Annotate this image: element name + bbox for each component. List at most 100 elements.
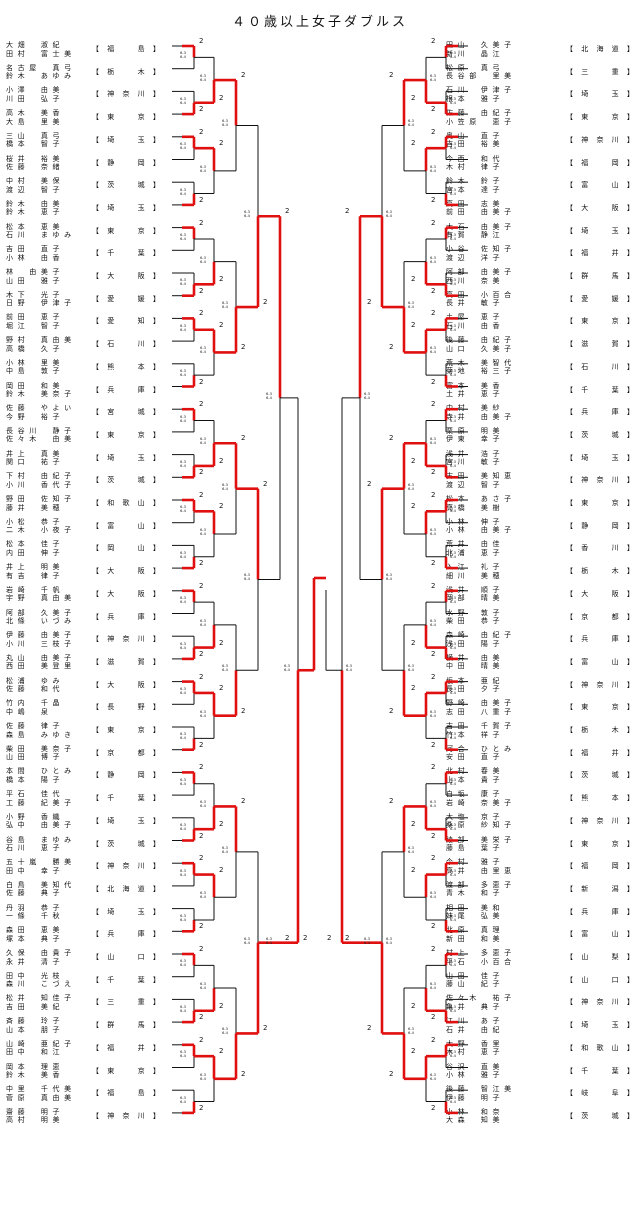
right-entry: 村 上 多 恵 子平 石 小 百 合 <box>446 949 512 966</box>
prefecture: 【 富 山 】 <box>566 181 637 190</box>
set-score: 6-3 6-4 <box>430 982 436 991</box>
set-score: 6-3 6-4 <box>450 278 456 287</box>
set-score: 6-3 6-4 <box>430 528 436 537</box>
game-score: 2 <box>411 638 416 647</box>
prefecture: 【 和 歌 山 】 <box>566 1043 637 1052</box>
player-name: 山 崎 亜 紀 子 <box>6 1039 73 1048</box>
set-score: 6-3 6-4 <box>200 164 206 173</box>
set-score: 6-3 6-4 <box>450 142 456 151</box>
player-name: 山 口 久 美 子 <box>446 344 513 353</box>
player-name: 佐 藤 奈 緒 <box>6 163 61 171</box>
left-entry: 丹 羽 恭 子一 條 千 秋 <box>6 904 61 921</box>
left-entry: 谷 島 ま ゆ み石 川 恵 子 <box>6 836 72 853</box>
set-score: 6-3 6-4 <box>180 369 186 378</box>
set-score: 6-3 6-4 <box>200 255 206 264</box>
player-name: 石 川 ま ゆ み <box>6 231 73 240</box>
set-score: 6-3 6-4 <box>180 1095 186 1104</box>
game-score: 2 <box>411 93 416 102</box>
prefecture: 【 福 島 】 <box>92 1089 163 1098</box>
player-name: 北 村 春 美 <box>446 767 501 776</box>
player-name: 工 藤 紀 美 子 <box>6 798 73 807</box>
player-name: 吉 田 裕 美 <box>446 140 501 149</box>
game-score: 2 <box>367 1024 372 1033</box>
player-name: 小 川 香 代 子 <box>6 480 73 489</box>
prefecture: 【 熊 本 】 <box>566 794 637 803</box>
player-name: 藤 島 葉 子 <box>446 844 501 852</box>
set-score: 6-3 6-4 <box>180 51 186 60</box>
left-entry: 竹 内 千 晶中 嶋 泉 <box>6 699 61 716</box>
left-entry: 桜 井 裕 美佐 藤 奈 緒 <box>6 155 61 172</box>
player-name: 高 橋 美 樹 <box>446 503 501 512</box>
set-score: 6-3 6-4 <box>244 210 250 219</box>
right-entry: 小 林 和 奈大 森 知 美 <box>446 1108 501 1125</box>
player-name: 土 屋 恵 子 <box>446 313 501 322</box>
player-name: 長 田 夕 子 <box>446 685 501 694</box>
game-score: 2 <box>431 1013 436 1022</box>
player-name: 田 中 和 江 <box>6 1048 61 1057</box>
left-entry: 平 石 佳 代工 藤 紀 美 子 <box>6 790 72 807</box>
right-entry: 小 谷 佐 知 子渡 辺 洋 子 <box>446 245 512 262</box>
prefecture: 【 三 重 】 <box>92 998 163 1007</box>
player-name: 山 本 貴 子 <box>446 775 501 784</box>
game-score: 2 <box>431 763 436 772</box>
game-score: 2 <box>431 559 436 568</box>
player-name: 桑 原 紗 知 子 <box>446 821 513 830</box>
prefecture: 【 東 京 】 <box>566 839 637 848</box>
prefecture: 【 福 岡 】 <box>566 158 637 167</box>
player-name: 日 野 伊 津 子 <box>6 299 73 308</box>
left-entry: 小 林 里 美中 島 敦 子 <box>6 359 61 376</box>
player-name: 菅 原 真 由 美 <box>6 1093 73 1102</box>
player-name: 林 由 美 子 <box>6 268 61 276</box>
player-name: 渡 辺 洋 子 <box>446 253 501 262</box>
player-name: 松 浦 ゆ み <box>6 676 61 685</box>
set-score: 6-3 6-4 <box>180 414 186 423</box>
left-entry: 高 木 美 香大 島 里 美 <box>6 109 61 126</box>
game-score: 2 <box>219 865 224 874</box>
player-name: 木 下 光 子 <box>6 290 61 299</box>
right-entry: 吉 田 千 賀 子竹 本 祥 子 <box>446 722 512 739</box>
set-score: 6-3 6-4 <box>450 459 456 468</box>
player-name: 水 野 敦 子 <box>446 608 501 617</box>
game-score: 2 <box>199 945 204 953</box>
right-entry: 大 塩 京 子桑 原 紗 知 子 <box>446 813 512 830</box>
set-score: 6-3 6-4 <box>180 777 186 786</box>
set-score: 6-3 6-4 <box>450 1004 456 1013</box>
left-entry: 前 田 恵 子堀 江 智 子 <box>6 313 61 330</box>
game-score: 2 <box>199 581 204 590</box>
game-score: 2 <box>411 275 416 284</box>
player-name: 入 江 礼 子 <box>446 563 501 572</box>
game-score: 2 <box>219 93 224 102</box>
game-score: 2 <box>199 763 204 772</box>
left-entry: 松 浦 ゆ み佐 藤 和 代 <box>6 677 61 694</box>
set-score: 6-3 6-4 <box>180 959 186 968</box>
set-score: 6-3 6-4 <box>450 913 456 922</box>
set-score: 6-3 6-4 <box>450 505 456 514</box>
set-score: 6-3 6-4 <box>180 868 186 877</box>
left-entry: 木 下 光 子日 野 伊 津 子 <box>6 291 72 308</box>
player-name: 山 本 朋 子 <box>6 1025 61 1034</box>
game-score: 2 <box>219 638 224 647</box>
right-entry: 今 西 和 代木 村 律 子 <box>446 155 501 172</box>
set-score: 6-3 6-4 <box>200 709 206 718</box>
game-score: 2 <box>241 343 246 352</box>
player-name: 今 西 和 代 <box>446 154 501 163</box>
player-name: 山 田 佳 子 <box>446 971 501 980</box>
player-name: 中 里 千 代 美 <box>6 1085 73 1094</box>
player-name: 浅 田 陽 子 <box>446 639 501 648</box>
set-score: 6-3 6-4 <box>180 1004 186 1013</box>
player-name: 阿 部 由 美 子 <box>446 268 513 276</box>
prefecture: 【 神 奈 川 】 <box>566 135 637 144</box>
prefecture: 【 三 重 】 <box>566 67 637 76</box>
prefecture: 【 埼 玉 】 <box>566 1021 637 1030</box>
left-entry: 岡 本 理 恵鈴 木 美 香 <box>6 1063 61 1080</box>
player-name: 中 田 晴 美 <box>446 662 501 671</box>
game-score: 2 <box>431 649 436 658</box>
game-score: 2 <box>219 820 224 829</box>
player-name: 横 井 由 美 <box>446 653 501 662</box>
set-score: 6-3 6-4 <box>200 800 206 809</box>
player-name: 石 井 由 紀 <box>446 1025 501 1034</box>
prefecture: 【 兵 庫 】 <box>92 930 163 939</box>
player-name: 小 林 和 奈 <box>446 1107 501 1116</box>
player-name: 宇 野 真 由 美 <box>6 594 73 603</box>
prefecture: 【 埼 玉 】 <box>92 816 163 825</box>
